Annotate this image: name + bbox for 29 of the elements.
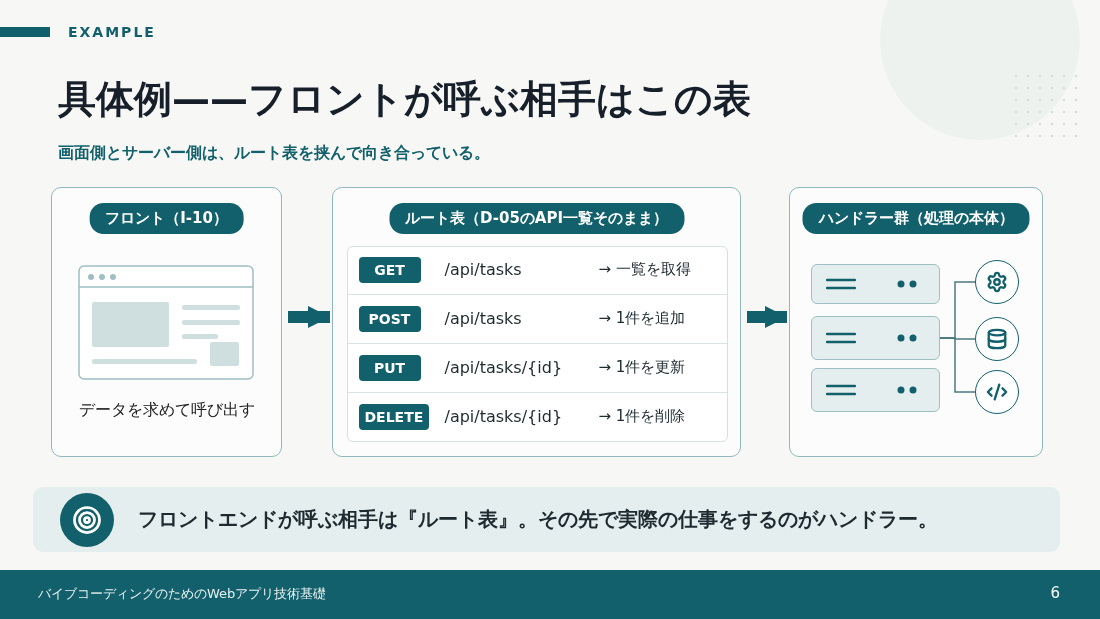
panel-body-text: データを求めて呼び出す [77,400,256,421]
panel [51,187,282,457]
route-description: → 1件を削除 [598,407,686,426]
server-box [810,263,940,304]
route-description: → 一覧を取得 [598,260,691,279]
server-box [810,367,940,412]
panel-heading: ハンドラー群（処理の本体） [802,203,1030,234]
page-number: 6 [1050,584,1060,602]
api-path: /api/tasks [444,260,522,279]
api-path: /api/tasks [444,309,522,328]
footer-text: バイブコーディングのためのWebアプリ技術基礎 [38,585,327,603]
thick-arrow [288,306,330,328]
panel [332,187,741,457]
note-text: フロントエンドが呼ぶ相手は『ルート表』。その先で実際の仕事をするのがハンドラー。 [138,506,938,533]
route-description: → 1件を追加 [598,309,686,328]
server-box [810,315,940,360]
note-banner [33,487,1060,552]
panel-heading: ルート表（D-05のAPI一覧そのまま） [389,203,684,234]
route-description: → 1件を更新 [598,358,686,377]
api-path: /api/tasks/{id} [444,358,563,377]
http-method-badge: DELETE [358,403,430,430]
thick-arrow [747,306,787,328]
panel-heading: フロント（I-10） [89,203,244,234]
section-label: EXAMPLE [68,24,156,40]
connector-line [939,337,976,393]
slide-title: 具体例——フロントが呼ぶ相手はこの表 [58,76,751,123]
subtitle: 画面側とサーバー側は、ルート表を挟んで向き合っている。 [58,143,490,164]
api-path: /api/tasks/{id} [444,407,563,426]
panel [789,187,1043,457]
